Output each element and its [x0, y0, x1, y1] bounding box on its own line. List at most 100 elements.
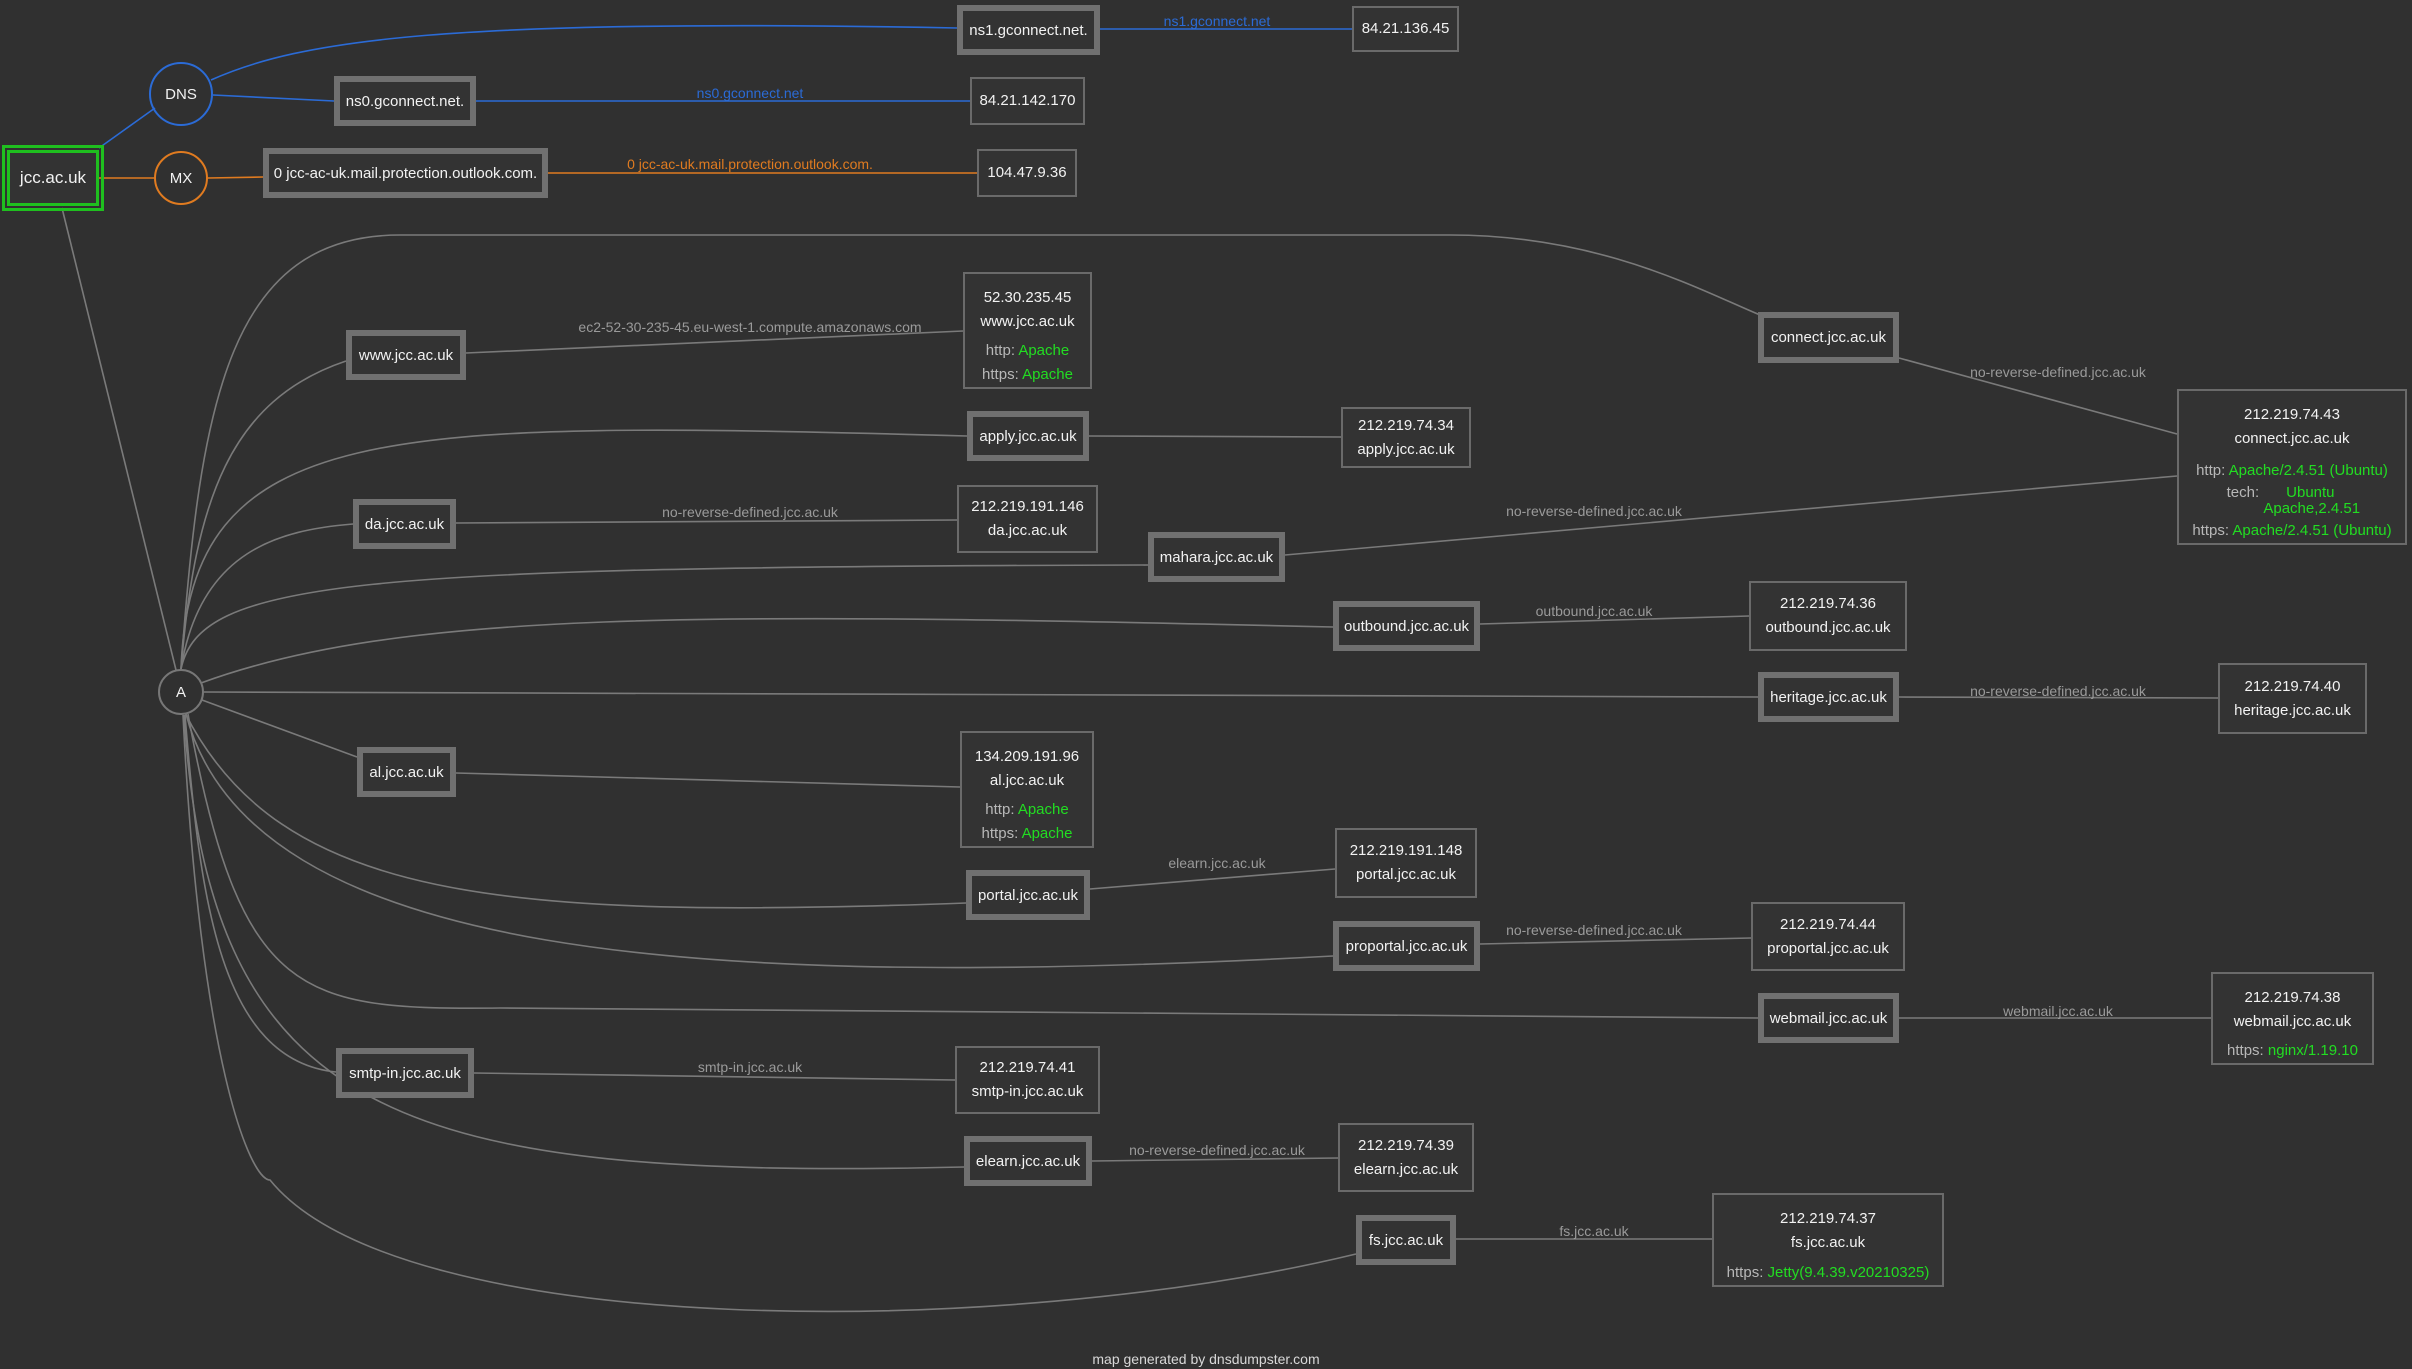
edge-dns-ns1: [210, 24, 958, 81]
edge-heritage-ip: [1898, 696, 2219, 699]
edge-label-www: ec2-52-30-235-45.eu-west-1.compute.amazo…: [578, 319, 922, 335]
edge-a-fs: [182, 714, 1357, 1313]
edge-connect-ip: [1898, 357, 2178, 435]
a-host-proportal[interactable]: proportal.jcc.ac.uk: [1333, 921, 1480, 971]
edge-elearn-ip: [1091, 1157, 1339, 1162]
edge-a-al: [201, 699, 358, 758]
edge-portal-ip: [1089, 868, 1336, 890]
a-host-connect[interactable]: connect.jcc.ac.uk: [1758, 312, 1899, 363]
edge-a-proportal: [185, 713, 1334, 969]
edge-label-mx: 0 jcc-ac-uk.mail.protection.outlook.com.: [627, 156, 873, 172]
service-value: Jetty(9.4.39.v20210325): [1767, 1264, 1930, 1281]
edge-label-elearn: no-reverse-defined.jcc.ac.uk: [1129, 1142, 1305, 1158]
edge-mx-host: [207, 176, 264, 179]
service-label: https:: [2192, 522, 2230, 539]
service-value: Apache: [1017, 801, 1069, 818]
edge-label-ns0: ns0.gconnect.net: [696, 85, 804, 101]
service-value: Apache/2.4.51 (Ubuntu): [2228, 462, 2388, 479]
edge-proportal-ip: [1479, 937, 1752, 945]
a-host-mahara[interactable]: mahara.jcc.ac.uk: [1148, 532, 1285, 582]
service-label: https:: [1726, 1264, 1764, 1281]
edge-a-mahara: [180, 564, 1149, 670]
mx-category-node[interactable]: MX: [154, 151, 208, 205]
a-category-node[interactable]: A: [158, 669, 204, 715]
edge-mahara-ip: [1284, 475, 2178, 556]
edge-root-a: [61, 207, 177, 671]
dns-category-node[interactable]: DNS: [149, 62, 213, 126]
edge-a-apply: [180, 429, 968, 670]
edge-a-connect: [180, 234, 1761, 670]
edge-outbound-ip: [1479, 615, 1750, 625]
edge-label-smtp-in: smtp-in.jcc.ac.uk: [697, 1059, 803, 1075]
a-host-da[interactable]: da.jcc.ac.uk: [353, 499, 456, 549]
a-host-al[interactable]: al.jcc.ac.uk: [357, 747, 456, 797]
a-host-heritage[interactable]: heritage.jcc.ac.uk: [1758, 672, 1899, 722]
service-label: https:: [982, 366, 1019, 383]
edge-label-outbound: outbound.jcc.ac.uk: [1535, 603, 1653, 619]
edge-root-dns: [98, 107, 156, 149]
service-value: nginx/1.19.10: [2267, 1042, 2358, 1059]
a-host-portal[interactable]: portal.jcc.ac.uk: [966, 870, 1090, 920]
edge-label-fs: fs.jcc.ac.uk: [1559, 1223, 1629, 1239]
edge-label-webmail: webmail.jcc.ac.uk: [2003, 1003, 2113, 1019]
a-host-webmail[interactable]: webmail.jcc.ac.uk: [1758, 993, 1899, 1043]
service-label: http:: [985, 342, 1015, 359]
service-value: Apache: [1022, 366, 1073, 383]
a-host-fs[interactable]: fs.jcc.ac.uk: [1356, 1215, 1456, 1265]
mx-ip: 104.47.9.36: [977, 149, 1077, 197]
service-label: http:: [985, 801, 1015, 818]
footer-credit: map generated by dnsdumpster.com: [1092, 1351, 1320, 1367]
dns-ip-ns1: 84.21.136.45: [1352, 6, 1459, 52]
service-value: Ubuntu Apache,2.4.51: [2263, 484, 2361, 517]
edge-label-da: no-reverse-defined.jcc.ac.uk: [662, 504, 838, 520]
edge-label-portal: elearn.jcc.ac.uk: [1168, 855, 1266, 871]
service-value: Apache/2.4.51 (Ubuntu): [2232, 522, 2392, 539]
edge-a-elearn: [183, 714, 965, 1170]
edge-dns-ns0: [212, 94, 335, 102]
a-host-smtp-in[interactable]: smtp-in.jcc.ac.uk: [336, 1048, 474, 1098]
a-host-elearn[interactable]: elearn.jcc.ac.uk: [964, 1136, 1092, 1186]
edge-www-ip: [465, 330, 964, 354]
edge-smtp-in-ip: [473, 1072, 956, 1081]
edge-a-portal: [184, 712, 967, 909]
dns-host-ns0[interactable]: ns0.gconnect.net.: [334, 76, 476, 126]
edge-a-outbound: [200, 617, 1334, 684]
edge-label-mahara: no-reverse-defined.jcc.ac.uk: [1506, 503, 1682, 519]
service-label: https:: [2227, 1042, 2264, 1059]
service-value: Apache: [1021, 825, 1073, 842]
dns-ip-ns0: 84.21.142.170: [970, 77, 1085, 125]
a-host-apply[interactable]: apply.jcc.ac.uk: [967, 411, 1089, 461]
edge-a-heritage: [203, 691, 1759, 698]
edge-label-connect: no-reverse-defined.jcc.ac.uk: [1970, 364, 2146, 380]
mx-host[interactable]: 0 jcc-ac-uk.mail.protection.outlook.com.: [263, 148, 548, 198]
service-label: https:: [981, 825, 1019, 842]
edge-da-ip: [455, 519, 958, 524]
a-host-www[interactable]: www.jcc.ac.uk: [346, 330, 466, 380]
edge-a-da: [180, 523, 354, 670]
root-domain-node[interactable]: jcc.ac.uk: [2, 145, 104, 211]
edge-label-proportal: no-reverse-defined.jcc.ac.uk: [1506, 922, 1682, 938]
edge-a-www: [180, 360, 347, 670]
dns-host-ns1[interactable]: ns1.gconnect.net.: [957, 5, 1100, 55]
edge-al-ip: [455, 772, 961, 788]
edge-label-heritage: no-reverse-defined.jcc.ac.uk: [1970, 683, 2146, 699]
service-label: tech:: [2226, 484, 2260, 501]
a-host-outbound[interactable]: outbound.jcc.ac.uk: [1333, 601, 1480, 651]
service-label: http:: [2196, 462, 2226, 479]
edge-label-ns1: ns1.gconnect.net: [1163, 13, 1271, 29]
edge-apply-ip: [1088, 435, 1342, 438]
